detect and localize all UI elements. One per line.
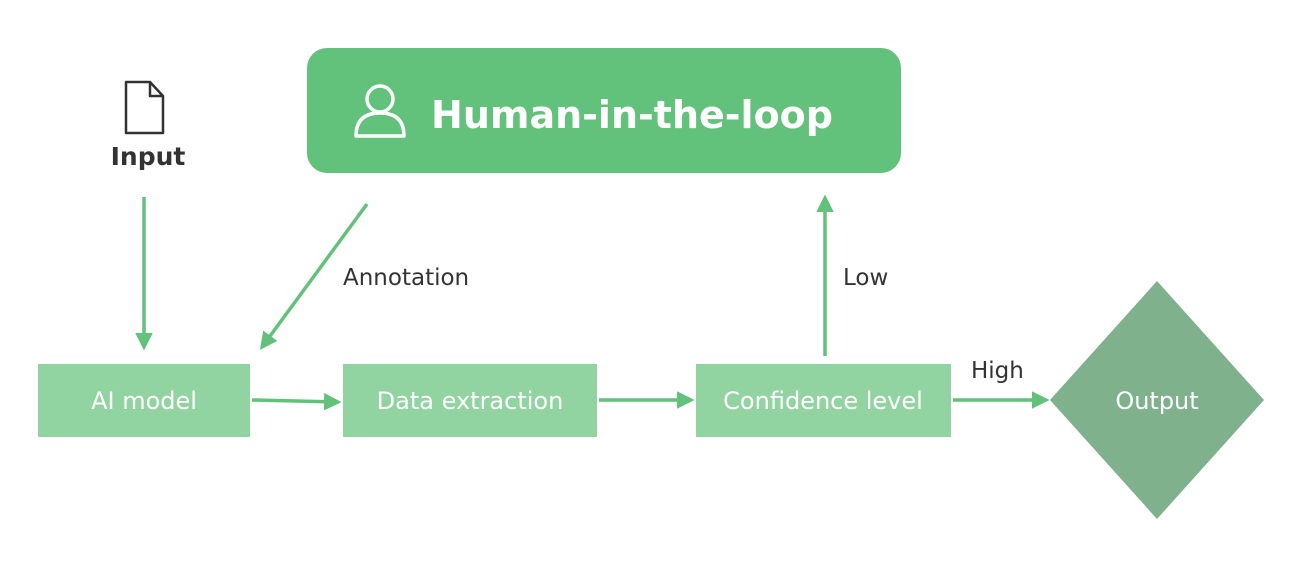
confidence-level-box	[696, 364, 951, 437]
output-diamond	[1050, 281, 1264, 519]
document-icon	[124, 80, 165, 135]
confidence-level-label: Confidence level	[723, 387, 923, 415]
data-extraction-box	[343, 364, 597, 437]
human-in-the-loop-label: Human-in-the-loop	[431, 93, 833, 137]
ai-model-box	[38, 364, 250, 437]
high-label: High	[971, 358, 1024, 384]
input-label: Input	[111, 142, 186, 171]
arrow-ai-model-to-data-extraction	[251, 392, 342, 411]
data-extraction-label: Data extraction	[377, 387, 564, 415]
annotation-label: Annotation	[343, 265, 469, 291]
output-label: Output	[1115, 387, 1198, 415]
arrow-annotation-to-ai-model	[259, 202, 369, 350]
ai-model-label: AI model	[91, 387, 197, 415]
low-label: Low	[843, 265, 888, 291]
human-in-the-loop-box	[307, 48, 901, 173]
person-icon	[354, 84, 406, 138]
